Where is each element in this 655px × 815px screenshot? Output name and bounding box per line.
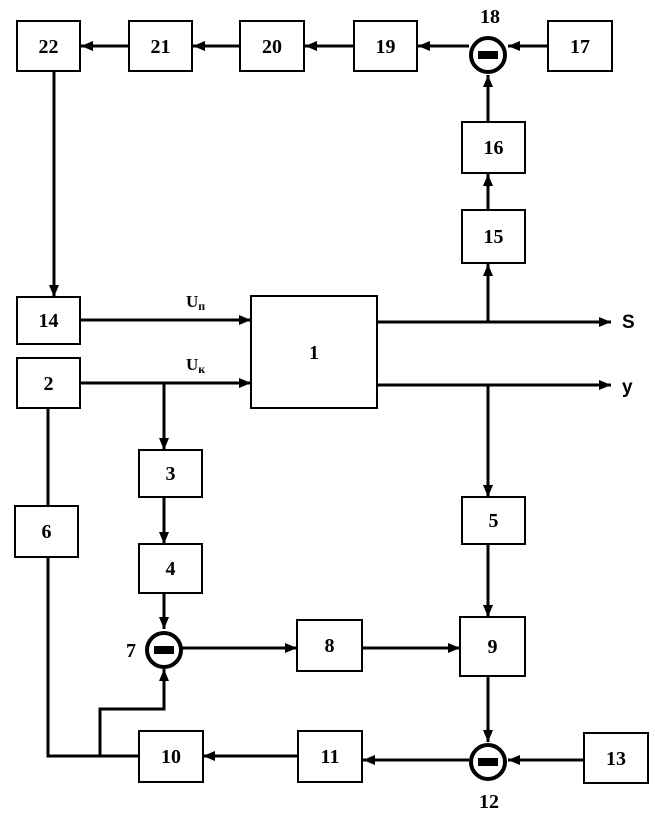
block-21: 21 — [129, 21, 192, 71]
block-14: 14 — [17, 297, 80, 344]
block-6-label: 6 — [42, 521, 52, 543]
signal-uk-label: Uк — [186, 355, 205, 376]
block-19-label: 19 — [376, 36, 396, 58]
block-22-label: 22 — [39, 36, 59, 58]
comparator-7-label: 7 — [126, 640, 136, 662]
comparator-18: 18 — [471, 6, 505, 72]
block-17-label: 17 — [570, 36, 590, 58]
block-1: 1 — [251, 296, 377, 408]
block-9-label: 9 — [488, 636, 498, 658]
block-5: 5 — [462, 497, 525, 544]
block-11: 11 — [298, 731, 362, 782]
block-22: 22 — [17, 21, 80, 71]
minus-icon — [478, 758, 498, 766]
minus-icon — [478, 51, 498, 59]
block-2-label: 2 — [44, 373, 54, 395]
comparator-12-label: 12 — [479, 791, 499, 813]
comparator-12: 12 — [471, 745, 505, 813]
comparator-18-label: 18 — [480, 6, 500, 28]
block-5-label: 5 — [489, 510, 499, 532]
block-6: 6 — [15, 506, 78, 557]
block-4: 4 — [139, 544, 202, 593]
block-21-label: 21 — [151, 36, 171, 58]
block-16-label: 16 — [484, 137, 504, 159]
output-y-label: y — [622, 377, 633, 398]
block-4-label: 4 — [166, 558, 176, 580]
minus-icon — [154, 646, 174, 654]
block-13: 13 — [584, 733, 648, 783]
block-3-label: 3 — [166, 463, 176, 485]
block-17: 17 — [548, 21, 612, 71]
block-13-label: 13 — [606, 748, 626, 770]
block-11-label: 11 — [321, 746, 340, 768]
block-2: 2 — [17, 358, 80, 408]
block-10: 10 — [139, 731, 203, 782]
block-16: 16 — [462, 122, 525, 173]
output-s-label: S — [622, 312, 635, 333]
block-15-label: 15 — [484, 226, 504, 248]
block-20-label: 20 — [262, 36, 282, 58]
block-3: 3 — [139, 450, 202, 497]
block-19: 19 — [354, 21, 417, 71]
block-14-label: 14 — [39, 310, 59, 332]
block-1-label: 1 — [309, 342, 319, 364]
block-20: 20 — [240, 21, 304, 71]
block-10-label: 10 — [161, 746, 181, 768]
block-9: 9 — [460, 617, 525, 676]
signal-up-label: Uп — [186, 292, 205, 313]
block-15: 15 — [462, 210, 525, 263]
block-8-label: 8 — [325, 635, 335, 657]
comparator-7: 7 — [126, 633, 181, 667]
block-8: 8 — [297, 620, 362, 671]
